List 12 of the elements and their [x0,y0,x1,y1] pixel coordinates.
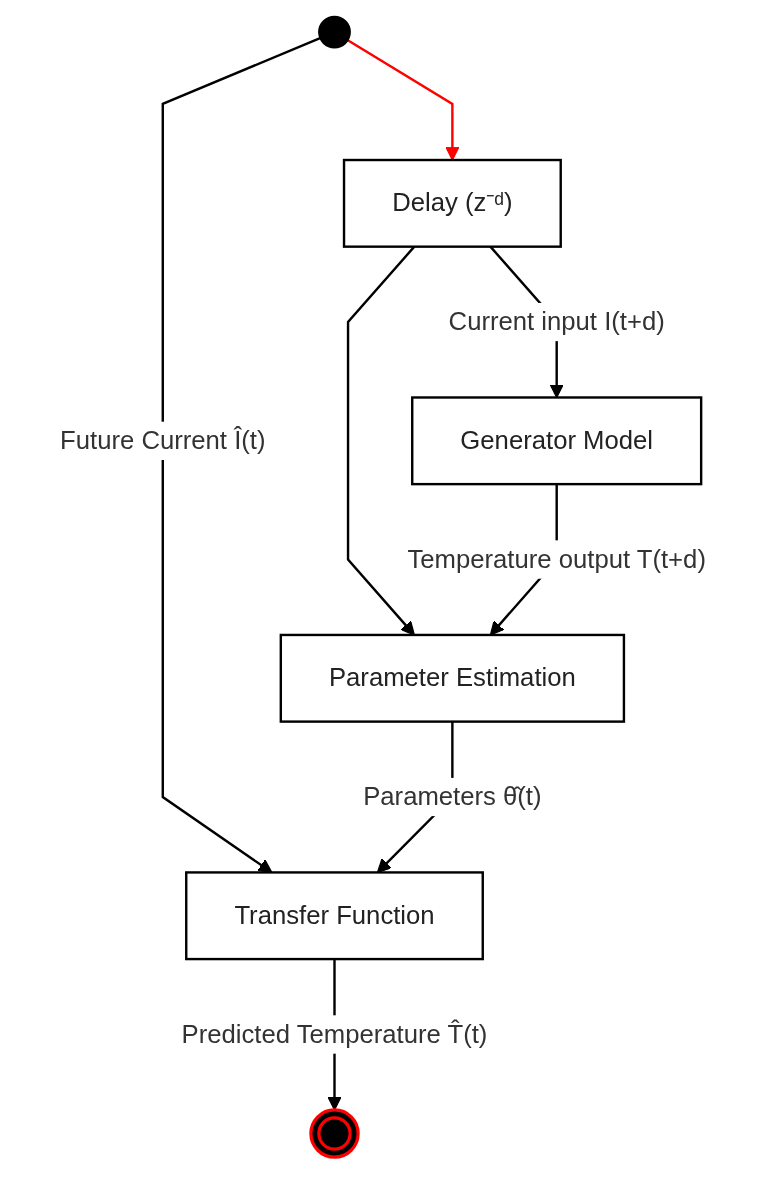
arrow [347,39,460,161]
node-box: Transfer Function [185,871,484,961]
node-box: Parameter Estimation [279,633,626,723]
node-circle [309,1108,360,1159]
node-box: Generator Model [411,396,703,486]
node-circle [318,15,351,49]
node-box: Delay (z⁻ᵈ) [342,158,562,248]
edge-label: Predicted Temperature T̂(t) [181,1020,488,1048]
edge-label: Temperature output T(t+d) [407,545,706,573]
edge-label: Current input I(t+d) [448,307,665,335]
edge-label: Parameters θ̂(t) [363,782,542,810]
edge-label: Future Current Î(t) [60,426,266,454]
